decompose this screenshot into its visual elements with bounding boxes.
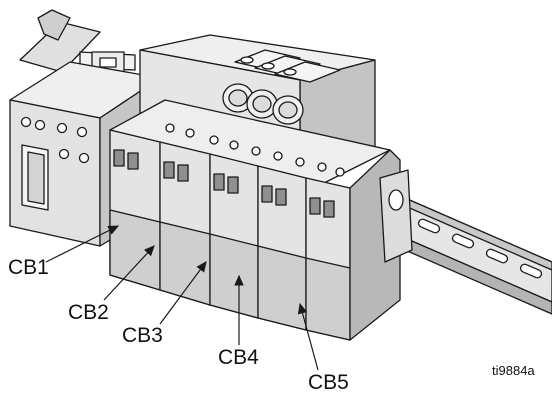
callout-cb1: CB1 — [8, 256, 49, 279]
callout-cb2: CB2 — [68, 301, 109, 324]
breaker-row — [109, 99, 413, 341]
callout-cb3: CB3 — [122, 324, 163, 347]
callout-cb4: CB4 — [218, 346, 259, 369]
figure-reference-id: ti9884a — [492, 363, 535, 378]
callout-cb5: CB5 — [308, 371, 349, 394]
din-rail — [404, 197, 552, 315]
callout-leaders — [45, 225, 319, 371]
